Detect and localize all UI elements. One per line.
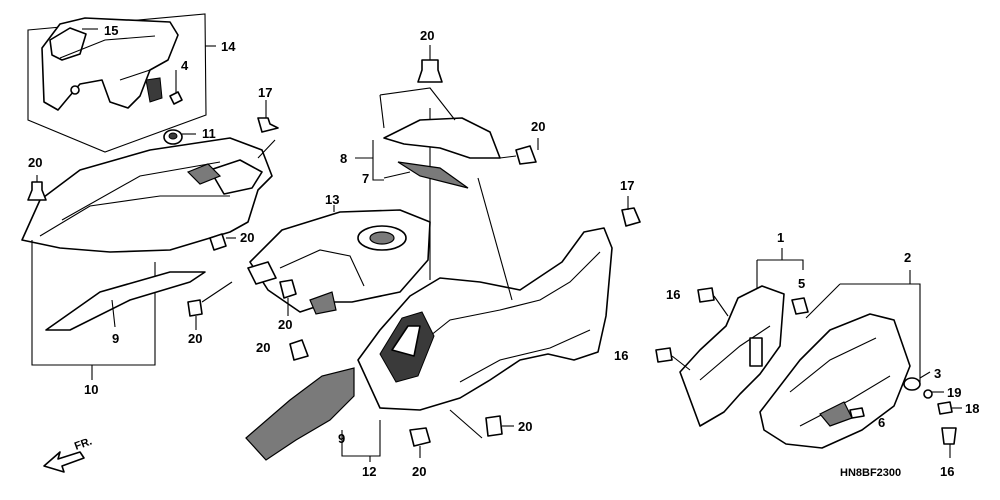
- part-2-cover: [759, 270, 962, 458]
- callout-20: 20: [412, 464, 426, 479]
- callout-4: 4: [181, 58, 189, 73]
- part-10-side-cover: [21, 100, 279, 380]
- callout-20: 20: [28, 155, 42, 170]
- callout-20: 20: [420, 28, 434, 43]
- callout-18: 18: [965, 401, 979, 416]
- callout-17: 17: [258, 85, 272, 100]
- callout-2: 2: [904, 250, 911, 265]
- callout-20: 20: [240, 230, 254, 245]
- callout-17: 17: [620, 178, 634, 193]
- front-arrow-icon: [43, 451, 85, 473]
- diagram-code: HN8BF2300: [840, 467, 901, 479]
- callout-13: 13: [325, 192, 339, 207]
- callout-3: 3: [934, 366, 941, 381]
- callout-16: 16: [666, 287, 680, 302]
- front-label: FR.: [73, 435, 94, 452]
- callout-20: 20: [188, 331, 202, 346]
- callout-20: 20: [518, 419, 532, 434]
- callout-19: 19: [947, 385, 961, 400]
- callout-5: 5: [798, 276, 805, 291]
- callout-20: 20: [278, 317, 292, 332]
- callout-1: 1: [777, 230, 784, 245]
- part-13-tray: [247, 205, 431, 316]
- part-14-group: [27, 13, 216, 153]
- callout-9: 9: [112, 331, 119, 346]
- callout-16: 16: [614, 348, 628, 363]
- callout-9: 9: [338, 431, 345, 446]
- callout-20: 20: [256, 340, 270, 355]
- main-body-shroud: [245, 177, 641, 462]
- part-1-bracket: [655, 248, 809, 427]
- callout-6: 6: [878, 415, 885, 430]
- callout-8: 8: [340, 151, 347, 166]
- part-8-bracket: [355, 45, 539, 280]
- callout-14: 14: [221, 39, 236, 54]
- callout-20: 20: [531, 119, 545, 134]
- part-11-grommet: [163, 129, 196, 145]
- callout-7: 7: [362, 171, 369, 186]
- callout-11: 11: [202, 126, 216, 141]
- callout-12: 12: [362, 464, 376, 479]
- callout-15: 15: [104, 23, 118, 38]
- callout-10: 10: [84, 382, 98, 397]
- callout-16: 16: [940, 464, 954, 479]
